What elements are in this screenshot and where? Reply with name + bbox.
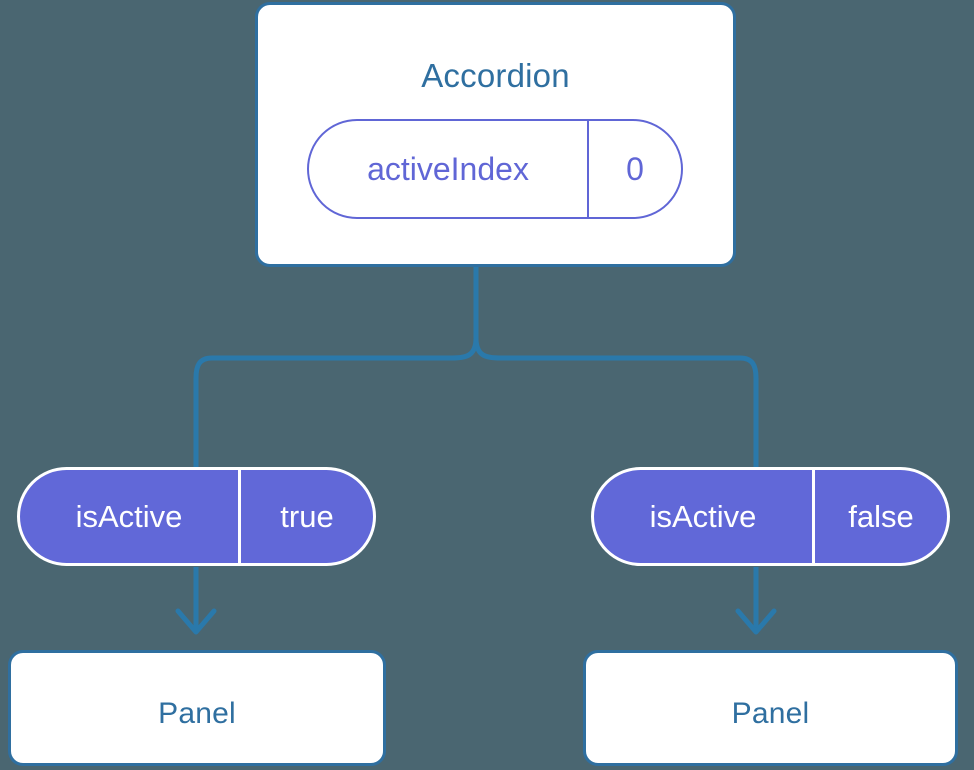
prop-badge-left-value: true: [238, 470, 373, 563]
prop-badge-right-key: isActive: [649, 498, 757, 534]
prop-badge-right-value: false: [812, 470, 947, 563]
panel-node-right[interactable]: Panel: [583, 650, 958, 766]
prop-badge-right[interactable]: isActive false: [591, 467, 950, 566]
arrow-head-right-icon: [735, 608, 777, 635]
panel-node-left-title: Panel: [158, 697, 236, 730]
prop-badge-left-key: isActive: [75, 498, 183, 534]
accordion-state-key: activeIndex: [367, 150, 529, 187]
accordion-state-value: 0: [587, 121, 681, 217]
panel-node-left[interactable]: Panel: [8, 650, 386, 766]
accordion-state-badge[interactable]: activeIndex 0: [307, 119, 683, 219]
connector-branch-left: [193, 337, 479, 467]
prop-badge-left[interactable]: isActive true: [17, 467, 376, 566]
connector-branch-right: [473, 337, 759, 467]
panel-node-right-title: Panel: [731, 697, 810, 730]
accordion-node-title: Accordion: [421, 57, 570, 94]
arrow-head-left-icon: [175, 608, 217, 635]
